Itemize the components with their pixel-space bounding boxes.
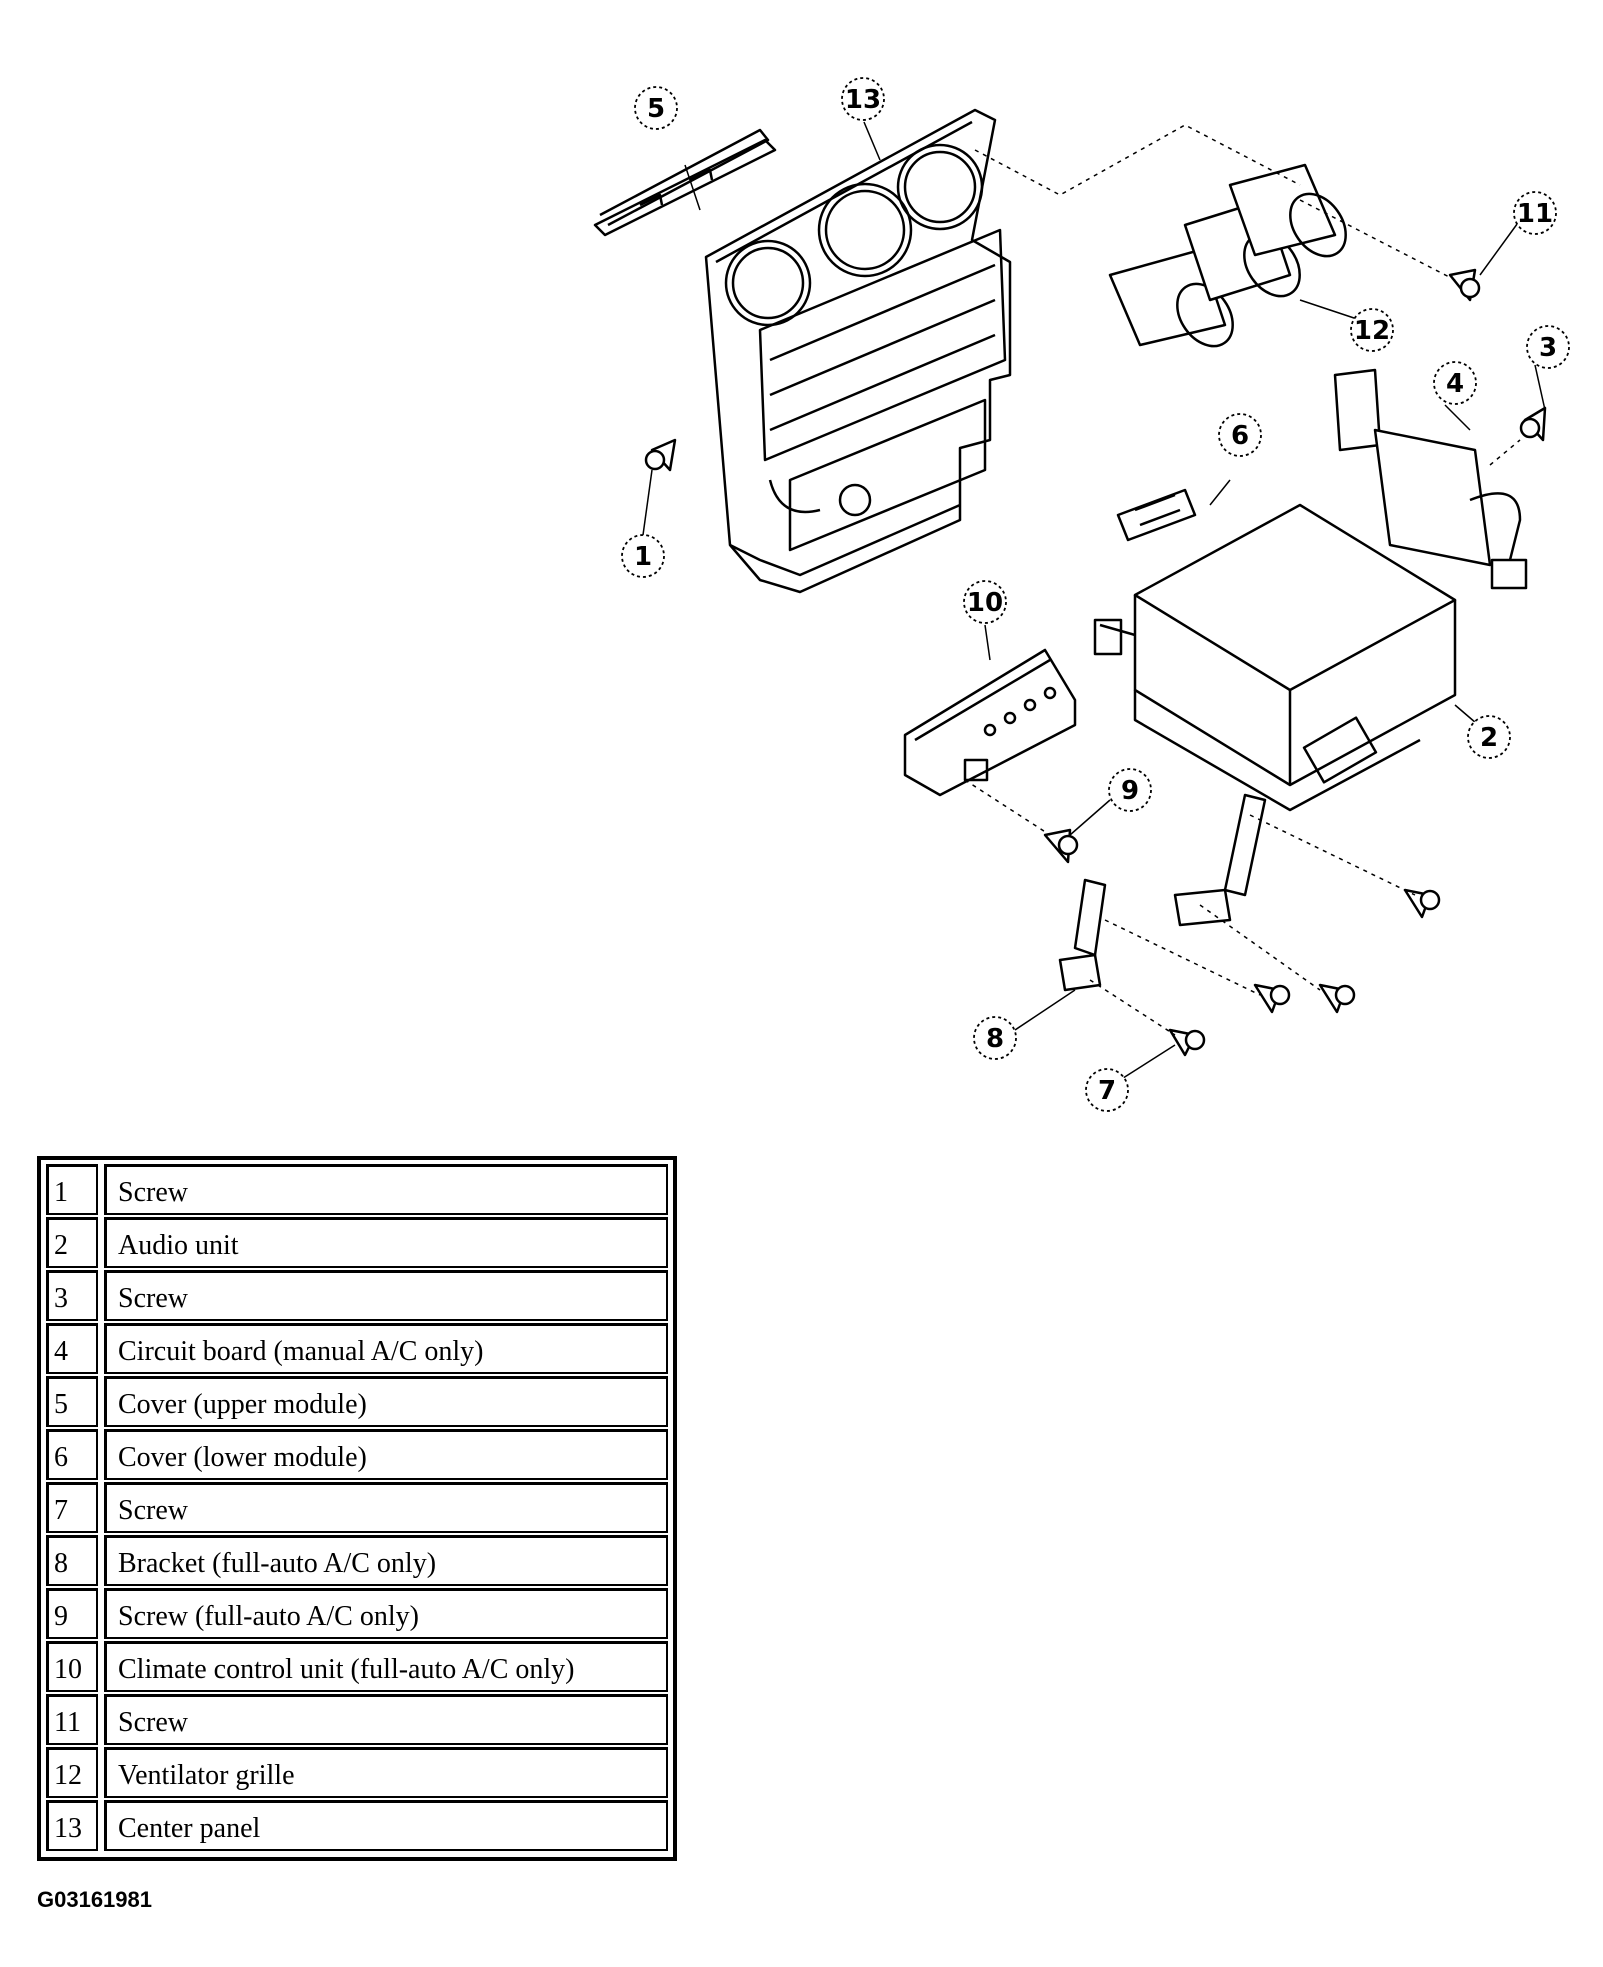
callout-2: 2 <box>1480 723 1498 753</box>
callout-circle-3 <box>1526 325 1570 369</box>
callout-circle-12 <box>1350 308 1394 352</box>
legend-number: 5 <box>46 1376 98 1427</box>
legend-number: 12 <box>46 1747 98 1798</box>
callout-circle-13 <box>841 77 885 121</box>
callout-circle-11 <box>1513 191 1557 235</box>
callout-circle-7 <box>1085 1068 1129 1112</box>
legend-number: 9 <box>46 1588 98 1639</box>
callout-circle-9 <box>1108 768 1152 812</box>
callout-13: 13 <box>845 85 881 115</box>
legend-description: Screw (full-auto A/C only) <box>104 1588 668 1639</box>
legend-row: 3 Screw <box>46 1270 668 1321</box>
legend-description: Circuit board (manual A/C only) <box>104 1323 668 1374</box>
callout-circle-6 <box>1218 413 1262 457</box>
legend-description: Screw <box>104 1270 668 1321</box>
callout-1: 1 <box>634 542 652 572</box>
legend-row: 4 Circuit board (manual A/C only) <box>46 1323 668 1374</box>
callout-8: 8 <box>986 1024 1004 1054</box>
legend-description: Ventilator grille <box>104 1747 668 1798</box>
legend-number: 8 <box>46 1535 98 1586</box>
legend-row: 1 Screw <box>46 1164 668 1215</box>
callout-7: 7 <box>1098 1076 1116 1106</box>
screw-1 <box>644 438 677 472</box>
legend-row: 8 Bracket (full-auto A/C only) <box>46 1535 668 1586</box>
callout-11: 11 <box>1517 199 1553 229</box>
callout-9: 9 <box>1121 776 1139 806</box>
legend-description: Screw <box>104 1694 668 1745</box>
legend-number: 10 <box>46 1641 98 1692</box>
leader-lines <box>642 121 1546 1081</box>
ventilator-grille <box>1108 163 1347 348</box>
callout-4: 4 <box>1446 369 1464 399</box>
legend-number: 7 <box>46 1482 98 1533</box>
screw-11 <box>1448 268 1481 302</box>
screw-3 <box>1519 406 1547 442</box>
legend-description: Audio unit <box>104 1217 668 1268</box>
callout-circle-2 <box>1467 715 1511 759</box>
lower-module-cover <box>1116 488 1197 542</box>
callout-circle-10 <box>963 580 1007 624</box>
legend-number: 13 <box>46 1800 98 1851</box>
assembly-lines <box>964 124 1521 1036</box>
legend-number: 3 <box>46 1270 98 1321</box>
callout-5: 5 <box>647 94 665 124</box>
callout-circle-4 <box>1433 361 1477 405</box>
upper-module-cover <box>593 128 777 237</box>
callout-circle-8 <box>973 1016 1017 1060</box>
callout-6: 6 <box>1231 421 1249 451</box>
callout-10: 10 <box>967 588 1003 618</box>
legend-row: 7 Screw <box>46 1482 668 1533</box>
bracket <box>1058 793 1267 992</box>
callout-circle-5 <box>634 86 678 130</box>
legend-number: 1 <box>46 1164 98 1215</box>
callout-3: 3 <box>1539 333 1557 363</box>
screw-9 <box>1043 828 1079 864</box>
parts-legend-table: 1 Screw 2 Audio unit 3 Screw 4 Circuit b… <box>37 1156 677 1861</box>
legend-description: Center panel <box>104 1800 668 1851</box>
legend-description: Screw <box>104 1482 668 1533</box>
legend-number: 4 <box>46 1323 98 1374</box>
legend-description: Cover (lower module) <box>104 1429 668 1480</box>
callout-circle-1 <box>621 534 665 578</box>
legend-row: 10 Climate control unit (full-auto A/C o… <box>46 1641 668 1692</box>
center-panel <box>704 108 1012 594</box>
exploded-view-diagram: 1 2 3 4 5 6 7 8 9 10 11 12 13 <box>593 77 1570 1112</box>
legend-description: Climate control unit (full-auto A/C only… <box>104 1641 668 1692</box>
audio-unit <box>1093 503 1457 812</box>
legend-description: Screw <box>104 1164 668 1215</box>
legend-row: 9 Screw (full-auto A/C only) <box>46 1588 668 1639</box>
legend-row: 11 Screw <box>46 1694 668 1745</box>
screw-misc <box>1253 888 1441 1014</box>
legend-number: 11 <box>46 1694 98 1745</box>
legend-number: 2 <box>46 1217 98 1268</box>
callout-12: 12 <box>1354 316 1390 346</box>
legend-row: 12 Ventilator grille <box>46 1747 668 1798</box>
legend-row: 2 Audio unit <box>46 1217 668 1268</box>
legend-row: 13 Center panel <box>46 1800 668 1851</box>
legend-description: Bracket (full-auto A/C only) <box>104 1535 668 1586</box>
legend-number: 6 <box>46 1429 98 1480</box>
figure-code: G03161981 <box>37 1887 152 1912</box>
screw-7 <box>1168 1028 1206 1057</box>
circuit-board <box>1333 368 1528 590</box>
legend-description: Cover (upper module) <box>104 1376 668 1427</box>
legend-row: 6 Cover (lower module) <box>46 1429 668 1480</box>
climate-control-unit <box>903 648 1077 797</box>
legend-row: 5 Cover (upper module) <box>46 1376 668 1427</box>
